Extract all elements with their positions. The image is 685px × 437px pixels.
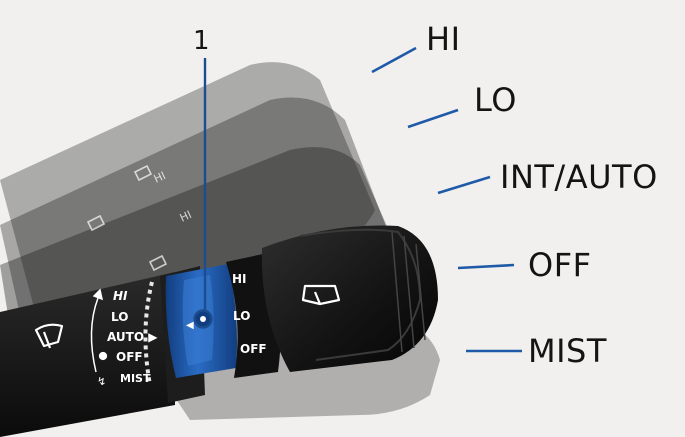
- ghost-markings: HI HI: [152, 169, 194, 225]
- wiper-knob: [261, 225, 438, 372]
- collar-label-hi: HI: [232, 272, 247, 286]
- ghost-label-hi-2: HI: [178, 208, 194, 225]
- position-label-lo: LO: [474, 81, 517, 119]
- knob-ridges: [391, 231, 426, 353]
- position-label-int-auto: INT/AUTO: [500, 158, 658, 196]
- stalk-label-off: OFF: [116, 350, 143, 364]
- callout-1-marker: ◀: [186, 309, 213, 331]
- leader-hi: [371, 46, 417, 74]
- stalk-label-lo: LO: [111, 310, 128, 324]
- leader-lo: [407, 108, 459, 129]
- position-label-off: OFF: [528, 246, 592, 284]
- leader-int-auto: [437, 175, 491, 195]
- mist-down-arrow-icon: ↯: [97, 375, 106, 388]
- stalk-label-auto: AUTO ▶: [107, 330, 158, 344]
- position-label-hi: HI: [426, 20, 461, 58]
- ghost-label-hi-1: HI: [152, 169, 168, 186]
- wiper-icon: [34, 323, 64, 349]
- stalk-position-arrow: ↯: [90, 288, 108, 388]
- leader-off: [457, 263, 515, 270]
- position-label-mist: MIST: [528, 332, 607, 370]
- stalk-labels: HI LO AUTO ▶ OFF MIST: [107, 289, 158, 385]
- position-scale-ring: [143, 281, 154, 386]
- washer-spray-icon: [86, 164, 168, 272]
- ghost-position-hi: [0, 62, 375, 331]
- stalk-label-mist: MIST: [120, 372, 151, 385]
- callout-number-1: 1: [193, 26, 210, 56]
- position-leaders: [371, 46, 522, 353]
- collar-label-lo: LO: [233, 309, 250, 323]
- collar-label-off: OFF: [240, 342, 267, 356]
- rear-wiper-icon: [301, 284, 341, 306]
- stalk-label-hi: HI: [113, 289, 128, 303]
- collar-arrow-icon: ◀: [186, 320, 194, 331]
